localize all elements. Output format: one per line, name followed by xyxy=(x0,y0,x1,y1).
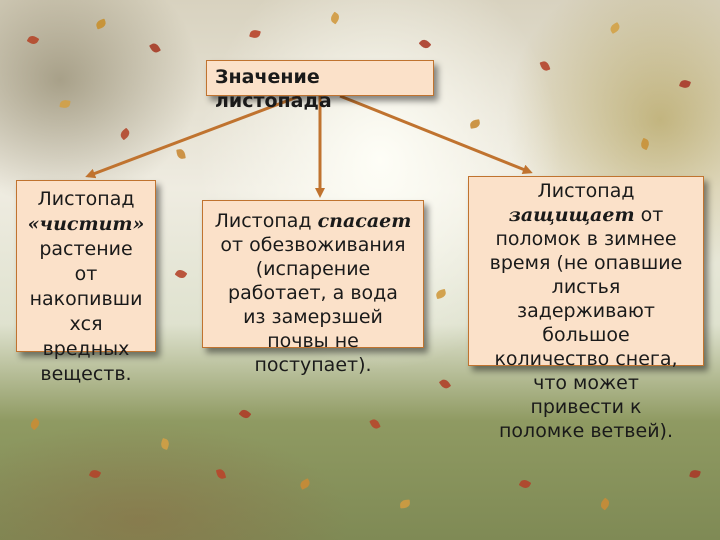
middle-box: Листопад спасает от обезвоживания (испар… xyxy=(202,200,424,348)
left-line: растение xyxy=(17,237,155,262)
left-line: хся xyxy=(17,312,155,337)
right-line: большое xyxy=(469,323,703,347)
right-line: привести к xyxy=(469,395,703,419)
middle-line-1-text: Листопад xyxy=(215,210,318,232)
right-line: поломке ветвей). xyxy=(469,419,703,443)
left-line: вредных xyxy=(17,337,155,362)
title-line-1: Значение xyxy=(215,65,433,89)
left-line: веществ. xyxy=(17,362,155,387)
right-line: листья xyxy=(469,275,703,299)
right-line-2-emphasis: защищает xyxy=(509,204,635,226)
right-line-1: Листопад xyxy=(469,179,703,203)
left-box: Листопад «чистит» растение от накопивши … xyxy=(16,180,156,352)
middle-line: работает, а вода xyxy=(203,281,423,305)
right-line: количество снега, xyxy=(469,347,703,371)
right-line: задерживают xyxy=(469,299,703,323)
left-line-emphasis: «чистит» xyxy=(17,212,155,237)
left-line: накопивши xyxy=(17,287,155,312)
middle-line: поступает). xyxy=(203,353,423,377)
middle-line: (испарение xyxy=(203,257,423,281)
middle-line-1: Листопад спасает xyxy=(203,209,423,233)
middle-line: из замерзшей xyxy=(203,305,423,329)
right-line: что может xyxy=(469,371,703,395)
right-line-2-text: от xyxy=(635,204,664,226)
title-line-2: листопада xyxy=(215,89,433,113)
left-line: Листопад xyxy=(17,187,155,212)
left-line: от xyxy=(17,262,155,287)
right-line: поломок в зимнее xyxy=(469,227,703,251)
middle-line: почвы не xyxy=(203,329,423,353)
middle-line-1-emphasis: спасает xyxy=(318,210,412,232)
diagram-title-box: Значение листопада xyxy=(206,60,434,96)
right-line-2: защищает от xyxy=(469,203,703,227)
right-box: Листопад защищает от поломок в зимнее вр… xyxy=(468,176,704,366)
middle-line: от обезвоживания xyxy=(203,233,423,257)
right-line: время (не опавшие xyxy=(469,251,703,275)
